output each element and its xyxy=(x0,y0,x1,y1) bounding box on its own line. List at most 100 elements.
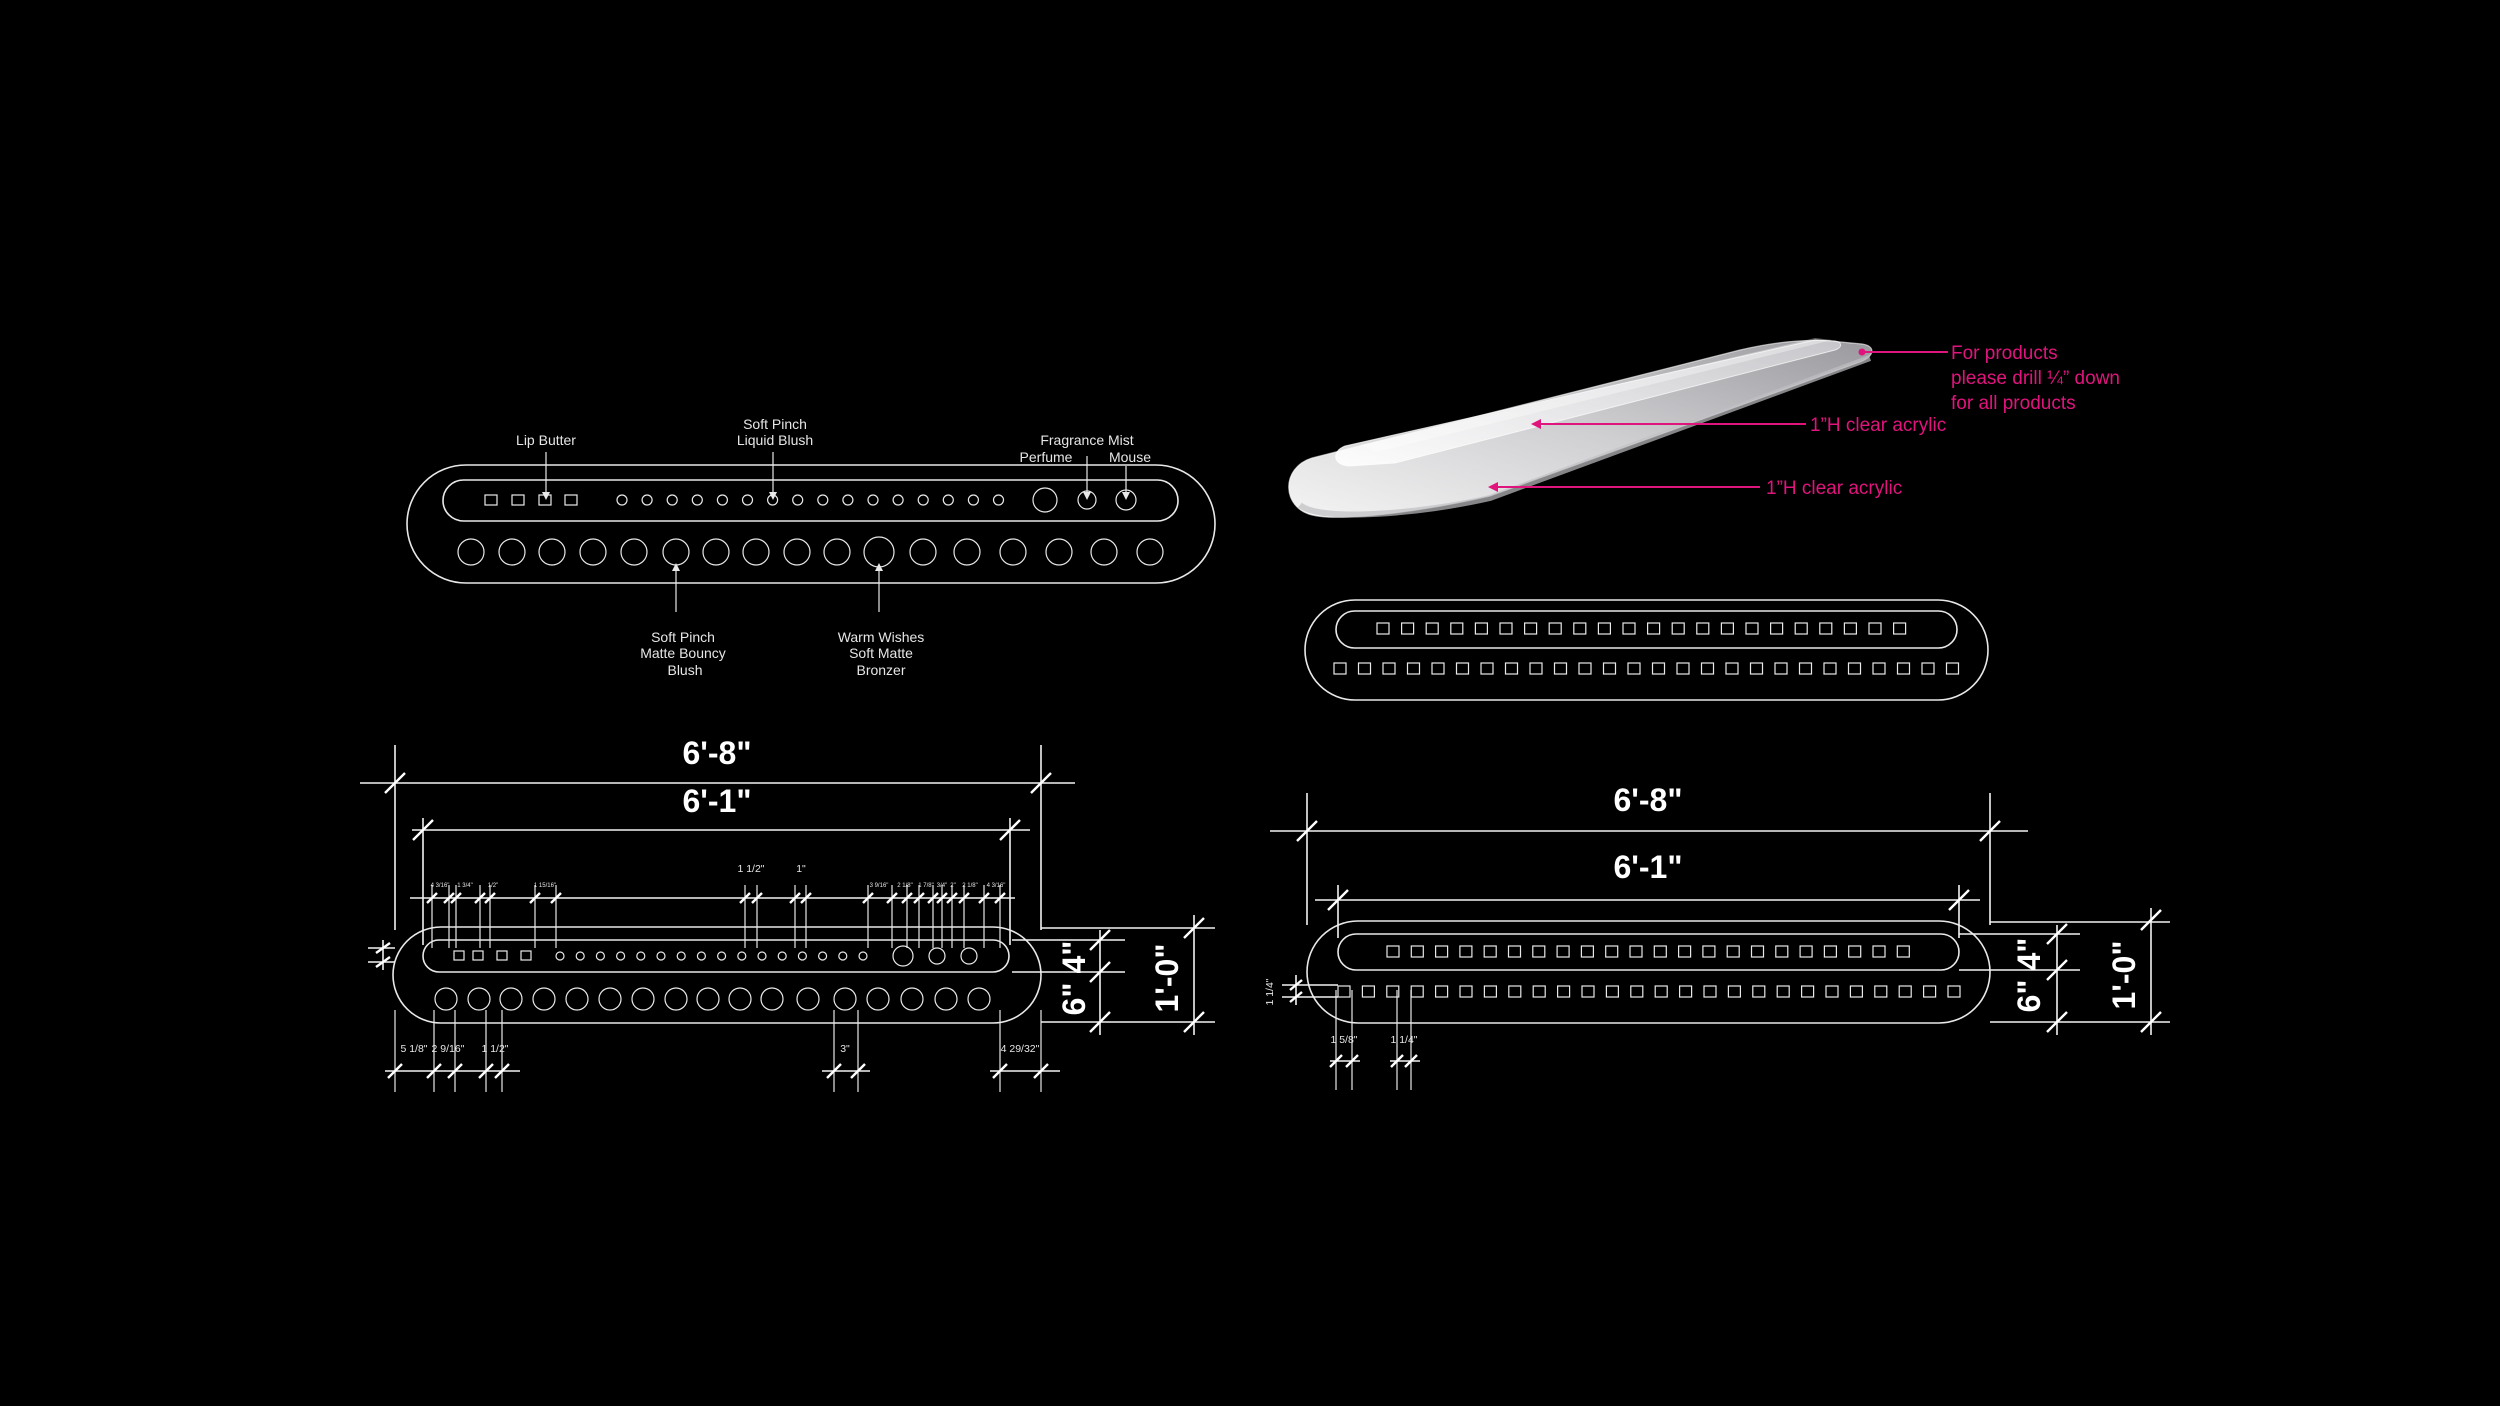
square-slot xyxy=(1361,985,1376,998)
label-lip-butter: Lip Butter xyxy=(516,432,576,448)
right-dim-inner: 6'-1" xyxy=(1613,849,1682,885)
bottom-hole xyxy=(664,987,688,1011)
square-slot xyxy=(1676,662,1690,675)
label-bouncy-blush-line3: Blush xyxy=(667,662,702,678)
left-plan-top-holes xyxy=(616,487,1137,513)
right-plan-top-slots xyxy=(1376,622,1907,635)
square-slot xyxy=(1431,662,1445,675)
square-slot xyxy=(453,950,465,961)
bottom-hole xyxy=(783,538,811,566)
square-slot xyxy=(1843,622,1858,635)
bottom-hole xyxy=(538,538,566,566)
label-fragrance-mist: Fragrance Mist xyxy=(1040,432,1133,448)
square-slot xyxy=(1597,622,1612,635)
label-bronzer-line3: Bronzer xyxy=(856,662,905,678)
square-slot xyxy=(511,494,525,506)
square-slot xyxy=(1580,945,1595,958)
label-bronzer-line1: Warm Wishes xyxy=(838,629,925,645)
square-slot xyxy=(1752,985,1766,998)
square-slot xyxy=(1725,662,1739,675)
square-slot xyxy=(1459,985,1473,998)
square-slot xyxy=(1720,622,1735,635)
square-slot xyxy=(1504,662,1519,675)
dim-tick xyxy=(927,892,939,904)
label-liquid-blush-line2: Liquid Blush xyxy=(737,432,813,448)
small-hole xyxy=(777,951,787,961)
square-slot xyxy=(1605,945,1619,958)
square-slot xyxy=(1945,662,1960,675)
callouts: For products please drill ¼” down for al… xyxy=(1488,343,2120,499)
bottom-hole xyxy=(579,538,607,566)
small-hole xyxy=(641,494,653,506)
square-slot xyxy=(1459,945,1473,958)
callout-drill-line1: For products xyxy=(1951,343,2058,364)
small-hole xyxy=(595,951,606,961)
square-slot xyxy=(1553,662,1568,675)
right-plan xyxy=(1304,599,1989,701)
square-slot xyxy=(1548,622,1562,635)
left-plan-leaders xyxy=(545,452,1127,612)
square-slot xyxy=(1872,662,1886,675)
dim-tick xyxy=(529,892,541,904)
bottom-hole xyxy=(909,538,937,566)
square-slot xyxy=(1573,622,1587,635)
small-hole xyxy=(917,494,929,506)
square-slot xyxy=(1922,985,1937,998)
small-hole xyxy=(691,494,703,506)
right-dim-b1: 1 5/8" xyxy=(1330,1034,1357,1046)
dim-t-k: 4 3/16" xyxy=(987,883,1006,889)
square-slot xyxy=(1410,945,1424,958)
left-plan-bottom-holes xyxy=(457,536,1164,568)
dim-tick xyxy=(751,892,763,904)
square-slot xyxy=(564,494,578,506)
square-slot xyxy=(1629,945,1643,958)
square-slot xyxy=(1678,985,1693,998)
left-dim-width-inner: 6" 4" xyxy=(1056,941,1092,1016)
label-perfume: Perfume xyxy=(1020,449,1073,465)
square-slot xyxy=(1386,945,1400,958)
square-slot xyxy=(1630,985,1644,998)
bottom-hole xyxy=(702,538,730,566)
large-hole xyxy=(960,947,978,965)
small-hole xyxy=(656,951,666,961)
square-slot xyxy=(1654,985,1668,998)
square-slot xyxy=(1483,985,1498,998)
callout-drill-line2: please drill ¼” down xyxy=(1951,368,2120,389)
dim-t-g: 1 7/8" xyxy=(918,883,933,889)
square-slot xyxy=(520,950,532,961)
square-slot xyxy=(1774,662,1788,675)
small-hole xyxy=(792,494,804,506)
dim-b4: 3" xyxy=(840,1043,850,1055)
square-slot xyxy=(1646,622,1661,635)
bottom-hole xyxy=(742,538,770,566)
dim-t-a: 4 3/16" xyxy=(431,883,450,889)
square-slot xyxy=(1847,662,1862,675)
square-slot xyxy=(1750,945,1765,958)
dim-t-1: 1" xyxy=(796,863,806,875)
square-slot xyxy=(1703,985,1717,998)
callout-acrylic-top: 1”H clear acrylic xyxy=(1810,415,1946,436)
square-slot xyxy=(1508,985,1522,998)
square-slot xyxy=(1677,945,1692,958)
square-slot xyxy=(1507,945,1522,958)
right-dim-width-outer: 1'-0" xyxy=(2106,940,2142,1009)
label-bronzer-line2: Soft Matte xyxy=(849,645,913,661)
small-hole xyxy=(555,951,565,961)
label-bouncy-blush-line2: Matte Bouncy xyxy=(640,645,726,661)
dim-tick xyxy=(474,892,486,904)
bottom-hole xyxy=(467,987,491,1011)
bottom-hole xyxy=(999,538,1027,566)
right-plan-bottom-slots xyxy=(1333,662,1960,675)
square-slot xyxy=(1696,622,1710,635)
small-hole xyxy=(967,494,980,506)
bottom-hole xyxy=(796,987,820,1011)
right-dim-overall: 6'-8" xyxy=(1613,782,1682,818)
bottom-hole xyxy=(1090,538,1118,566)
small-hole xyxy=(616,494,628,506)
small-hole xyxy=(838,951,848,961)
square-slot xyxy=(1410,985,1424,998)
callout-acrylic-bottom: 1”H clear acrylic xyxy=(1766,478,1902,499)
bottom-hole xyxy=(457,538,485,566)
square-slot xyxy=(1337,985,1351,998)
bottom-hole xyxy=(866,987,890,1011)
